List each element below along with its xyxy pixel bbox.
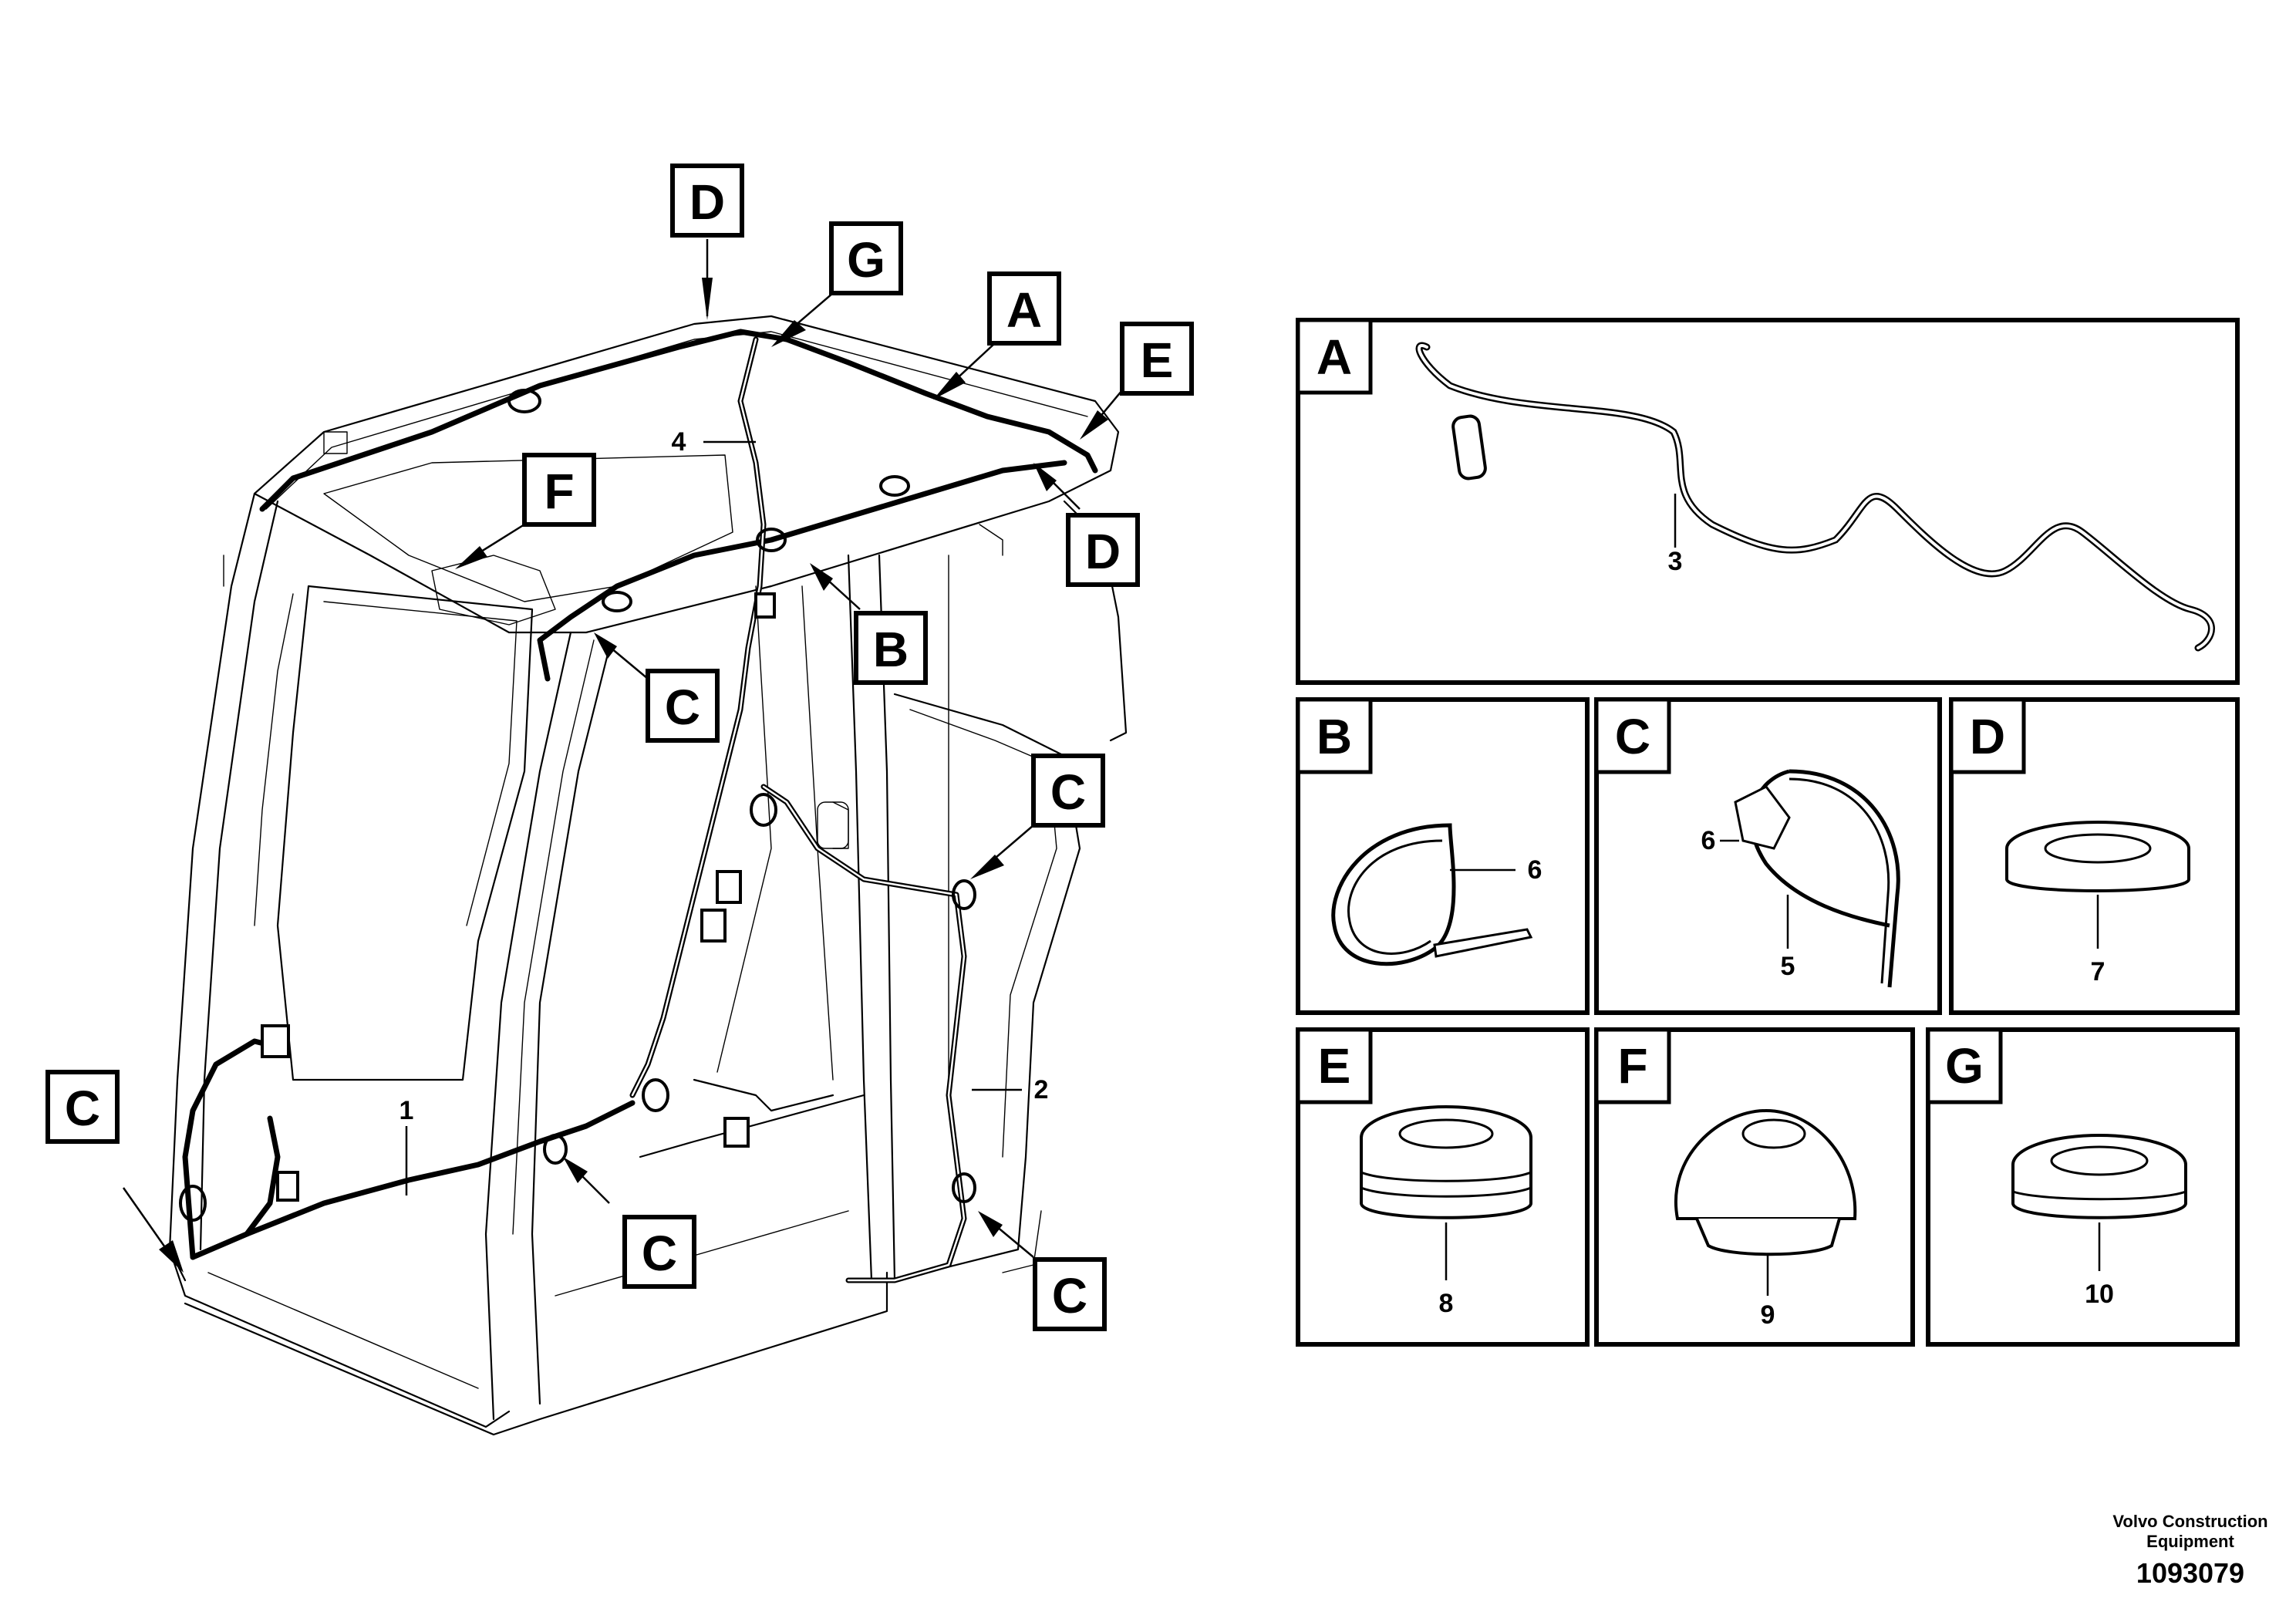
wiring-harness-main xyxy=(179,329,1098,1283)
callout-B: B xyxy=(854,611,928,685)
item-number-2: 2 xyxy=(1034,1075,1049,1104)
callout-C-bottom-right: C xyxy=(1033,1257,1107,1331)
svg-text:D: D xyxy=(1970,709,2005,764)
callout-F: F xyxy=(522,453,596,527)
callout-C-bottom-mid: C xyxy=(622,1215,696,1289)
item-number-6-c: 6 xyxy=(1701,826,1716,855)
svg-text:C: C xyxy=(665,679,700,735)
callout-C-mid: C xyxy=(646,669,720,743)
svg-text:B: B xyxy=(873,622,909,677)
callout-E: E xyxy=(1120,322,1194,396)
svg-text:D: D xyxy=(689,174,725,230)
svg-text:C: C xyxy=(1050,764,1086,820)
svg-text:G: G xyxy=(1945,1038,1984,1094)
svg-text:D: D xyxy=(1085,524,1121,579)
svg-text:C: C xyxy=(1615,709,1650,764)
detail-panel-B: B 6 xyxy=(1296,697,1590,1015)
item-number-10: 10 xyxy=(2085,1280,2114,1309)
footer: Volvo Construction Equipment 1093079 xyxy=(2112,1512,2267,1589)
item-number-4: 4 xyxy=(672,427,686,457)
callout-leaders xyxy=(122,239,1127,1273)
detail-panel-E: E 8 xyxy=(1296,1027,1590,1347)
svg-text:C: C xyxy=(1052,1268,1087,1324)
item-number-1: 1 xyxy=(400,1096,414,1125)
callout-C-left: C xyxy=(46,1070,120,1144)
svg-text:E: E xyxy=(1141,332,1174,388)
detail-panel-C: C 6 5 xyxy=(1594,697,1942,1015)
detail-panel-G: G 10 xyxy=(1926,1027,2240,1347)
svg-text:B: B xyxy=(1317,709,1352,764)
item-number-7: 7 xyxy=(2091,957,2106,986)
callout-C-right-upper: C xyxy=(1031,754,1105,828)
svg-text:A: A xyxy=(1006,282,1042,338)
svg-text:A: A xyxy=(1317,329,1352,385)
main-item-numbers: 4 1 2 xyxy=(400,427,1049,1125)
detail-panel-D: D 7 xyxy=(1949,697,2240,1015)
callout-G: G xyxy=(829,221,903,295)
item-number-8: 8 xyxy=(1439,1289,1454,1318)
svg-text:C: C xyxy=(642,1226,677,1281)
svg-text:F: F xyxy=(1617,1038,1647,1094)
main-callouts: D G A E F D B C xyxy=(46,164,1194,1331)
drawing-number: 1093079 xyxy=(2136,1557,2244,1589)
item-number-5: 5 xyxy=(1781,952,1795,981)
company-name-line1: Volvo Construction xyxy=(2112,1512,2267,1531)
cab-frame-illustration xyxy=(168,315,1128,1436)
company-name-line2: Equipment xyxy=(2146,1532,2234,1551)
svg-text:C: C xyxy=(65,1081,100,1136)
callout-A-main: A xyxy=(987,271,1061,346)
item-number-3: 3 xyxy=(1668,547,1683,576)
detail-panel-A: A 3 xyxy=(1296,318,2240,685)
detail-panel-F: F 9 xyxy=(1594,1027,1915,1347)
svg-text:F: F xyxy=(544,464,574,519)
svg-text:E: E xyxy=(1318,1038,1351,1094)
callout-D-top: D xyxy=(670,164,744,238)
svg-text:G: G xyxy=(847,232,885,288)
item-number-6-b: 6 xyxy=(1528,855,1542,885)
item-number-9: 9 xyxy=(1761,1300,1775,1330)
callout-D-right: D xyxy=(1066,513,1140,587)
